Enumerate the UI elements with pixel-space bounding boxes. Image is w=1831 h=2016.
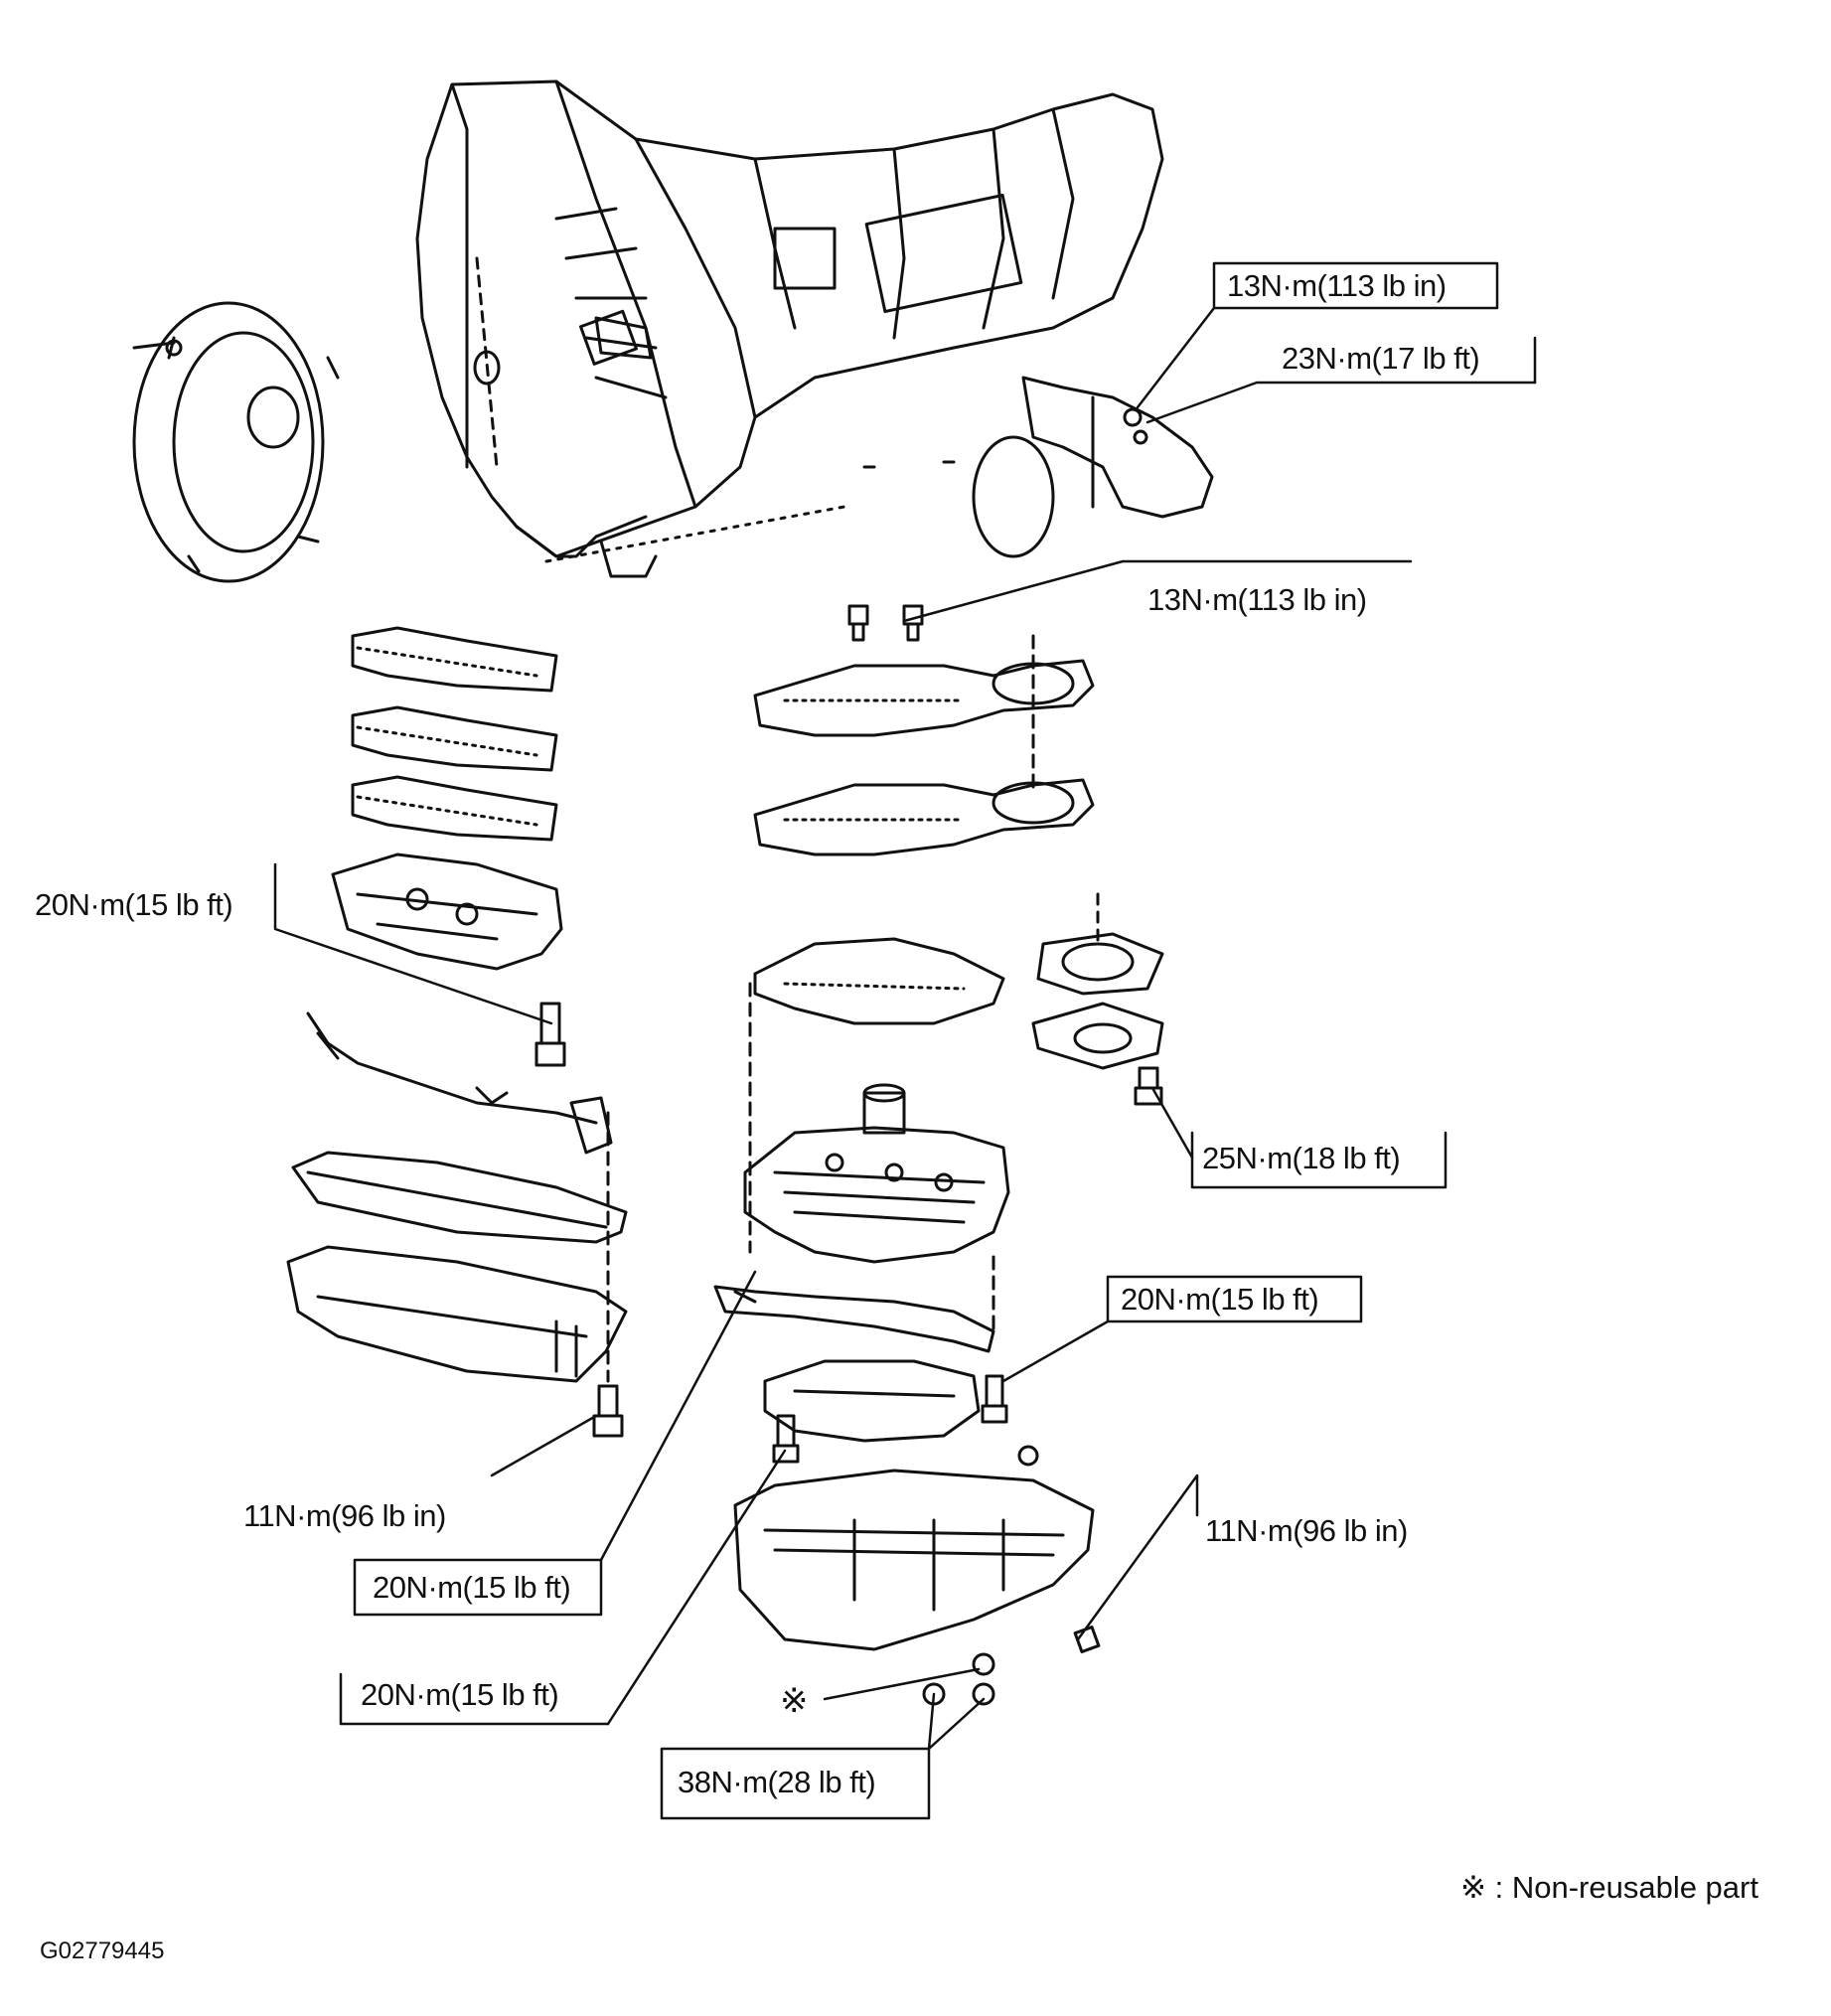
oil-pan-left: [286, 1245, 628, 1383]
upper-valve-body: [331, 853, 563, 971]
oil-pan-center: [733, 1445, 1095, 1651]
callout-leaders: [273, 261, 1537, 1820]
valve-body-plate: [753, 937, 1005, 1025]
accumulator-cover-gasket: [1036, 892, 1164, 996]
torque-label-13nm-mid: 13N·m(113 lb in): [1147, 582, 1367, 617]
torque-label-20nm-lower: 20N·m(15 lb ft): [361, 1677, 559, 1712]
torque-label-20nm-right: 20N·m(15 lb ft): [1121, 1282, 1319, 1317]
torque-label-11nm-right: 11N·m(96 lb in): [1205, 1513, 1408, 1548]
bolts-top-center: [847, 604, 924, 642]
torque-label-13nm-top: 13N·m(113 lb in): [1227, 268, 1447, 303]
torque-label-25nm: 25N·m(18 lb ft): [1202, 1141, 1401, 1175]
bolt-center-1: [981, 1374, 1008, 1424]
oil-pan-gasket-left: [291, 1151, 628, 1244]
bolt-accumulator: [1134, 1066, 1163, 1106]
bolt-left-1: [534, 1002, 566, 1067]
legend-symbol: ※: [1460, 1870, 1486, 1905]
torque-label-38nm: 38N·m(28 lb ft): [678, 1765, 876, 1799]
accumulator-cover: [1031, 1002, 1164, 1070]
torque-label-23nm: 23N·m(17 lb ft): [1282, 341, 1480, 376]
figure-id: G02779445: [40, 1938, 165, 1964]
oil-strainer-center: [713, 1285, 995, 1353]
torque-label-20nm-left: 20N·m(15 lb ft): [35, 887, 233, 922]
oil-strainer-plate: [763, 1359, 981, 1443]
bolt-left-2: [592, 1384, 624, 1438]
separator-plate-lower: [753, 778, 1095, 856]
transmission-case: [415, 79, 1214, 578]
lower-valve-body: [743, 1083, 1010, 1264]
oil-strainer-tube: [306, 1011, 613, 1155]
torque-label-20nm-boxed: 20N·m(15 lb ft): [373, 1570, 571, 1605]
torque-converter: [132, 301, 340, 583]
non-reusable-mark: ※: [780, 1682, 809, 1720]
legend-text: : Non-reusable part: [1494, 1870, 1758, 1905]
torque-label-11nm-left: 11N·m(96 lb in): [243, 1498, 446, 1533]
legend: ※ : Non-reusable part: [1460, 1870, 1758, 1906]
separator-plate-upper: [753, 659, 1095, 737]
separator-plates-stack: [351, 626, 558, 842]
bolt-center-2: [772, 1414, 800, 1464]
